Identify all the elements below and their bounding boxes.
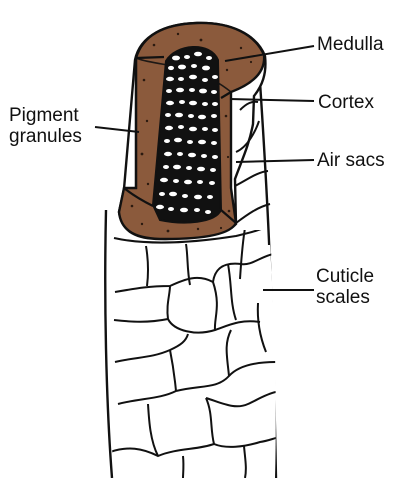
pigment-label-line-2: granules [9, 126, 82, 147]
pigment-label-line-1: Pigment [9, 105, 82, 126]
cuticle-label-line-1: Cuticle [316, 266, 374, 287]
medulla-label: Medulla [317, 34, 384, 55]
air-sacs-label: Air sacs [317, 150, 385, 171]
pigment-granules-label: Pigment granules [9, 105, 82, 147]
cuticle-scales-label: Cuticle scales [316, 266, 374, 308]
cuticle-label-line-2: scales [316, 287, 374, 308]
cortex-label: Cortex [318, 92, 374, 113]
